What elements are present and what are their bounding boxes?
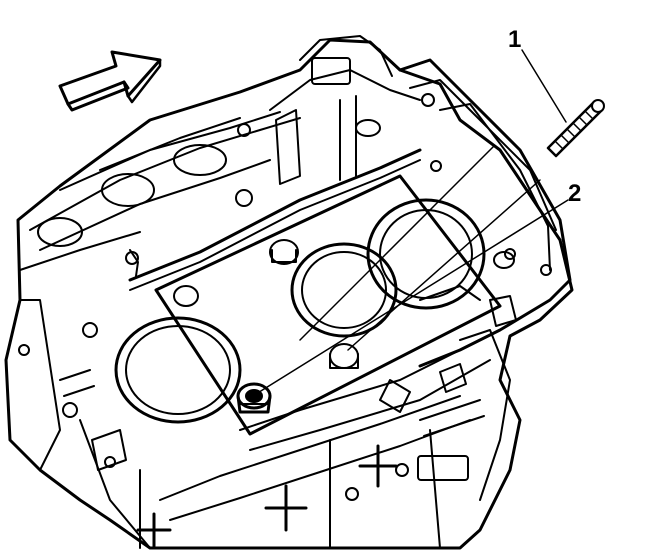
cylinder-bores	[114, 198, 486, 424]
head-gasket-plate	[154, 174, 502, 436]
dowel-pin-guide-tool	[546, 99, 605, 158]
callout-1: 1	[508, 26, 522, 53]
arrow-right-icon	[58, 50, 162, 112]
callout-2: 2	[568, 180, 582, 207]
leader-lines	[255, 49, 569, 395]
crankcase-lower	[19, 285, 517, 549]
engine-block	[4, 35, 574, 550]
deck-bolts	[18, 239, 515, 418]
